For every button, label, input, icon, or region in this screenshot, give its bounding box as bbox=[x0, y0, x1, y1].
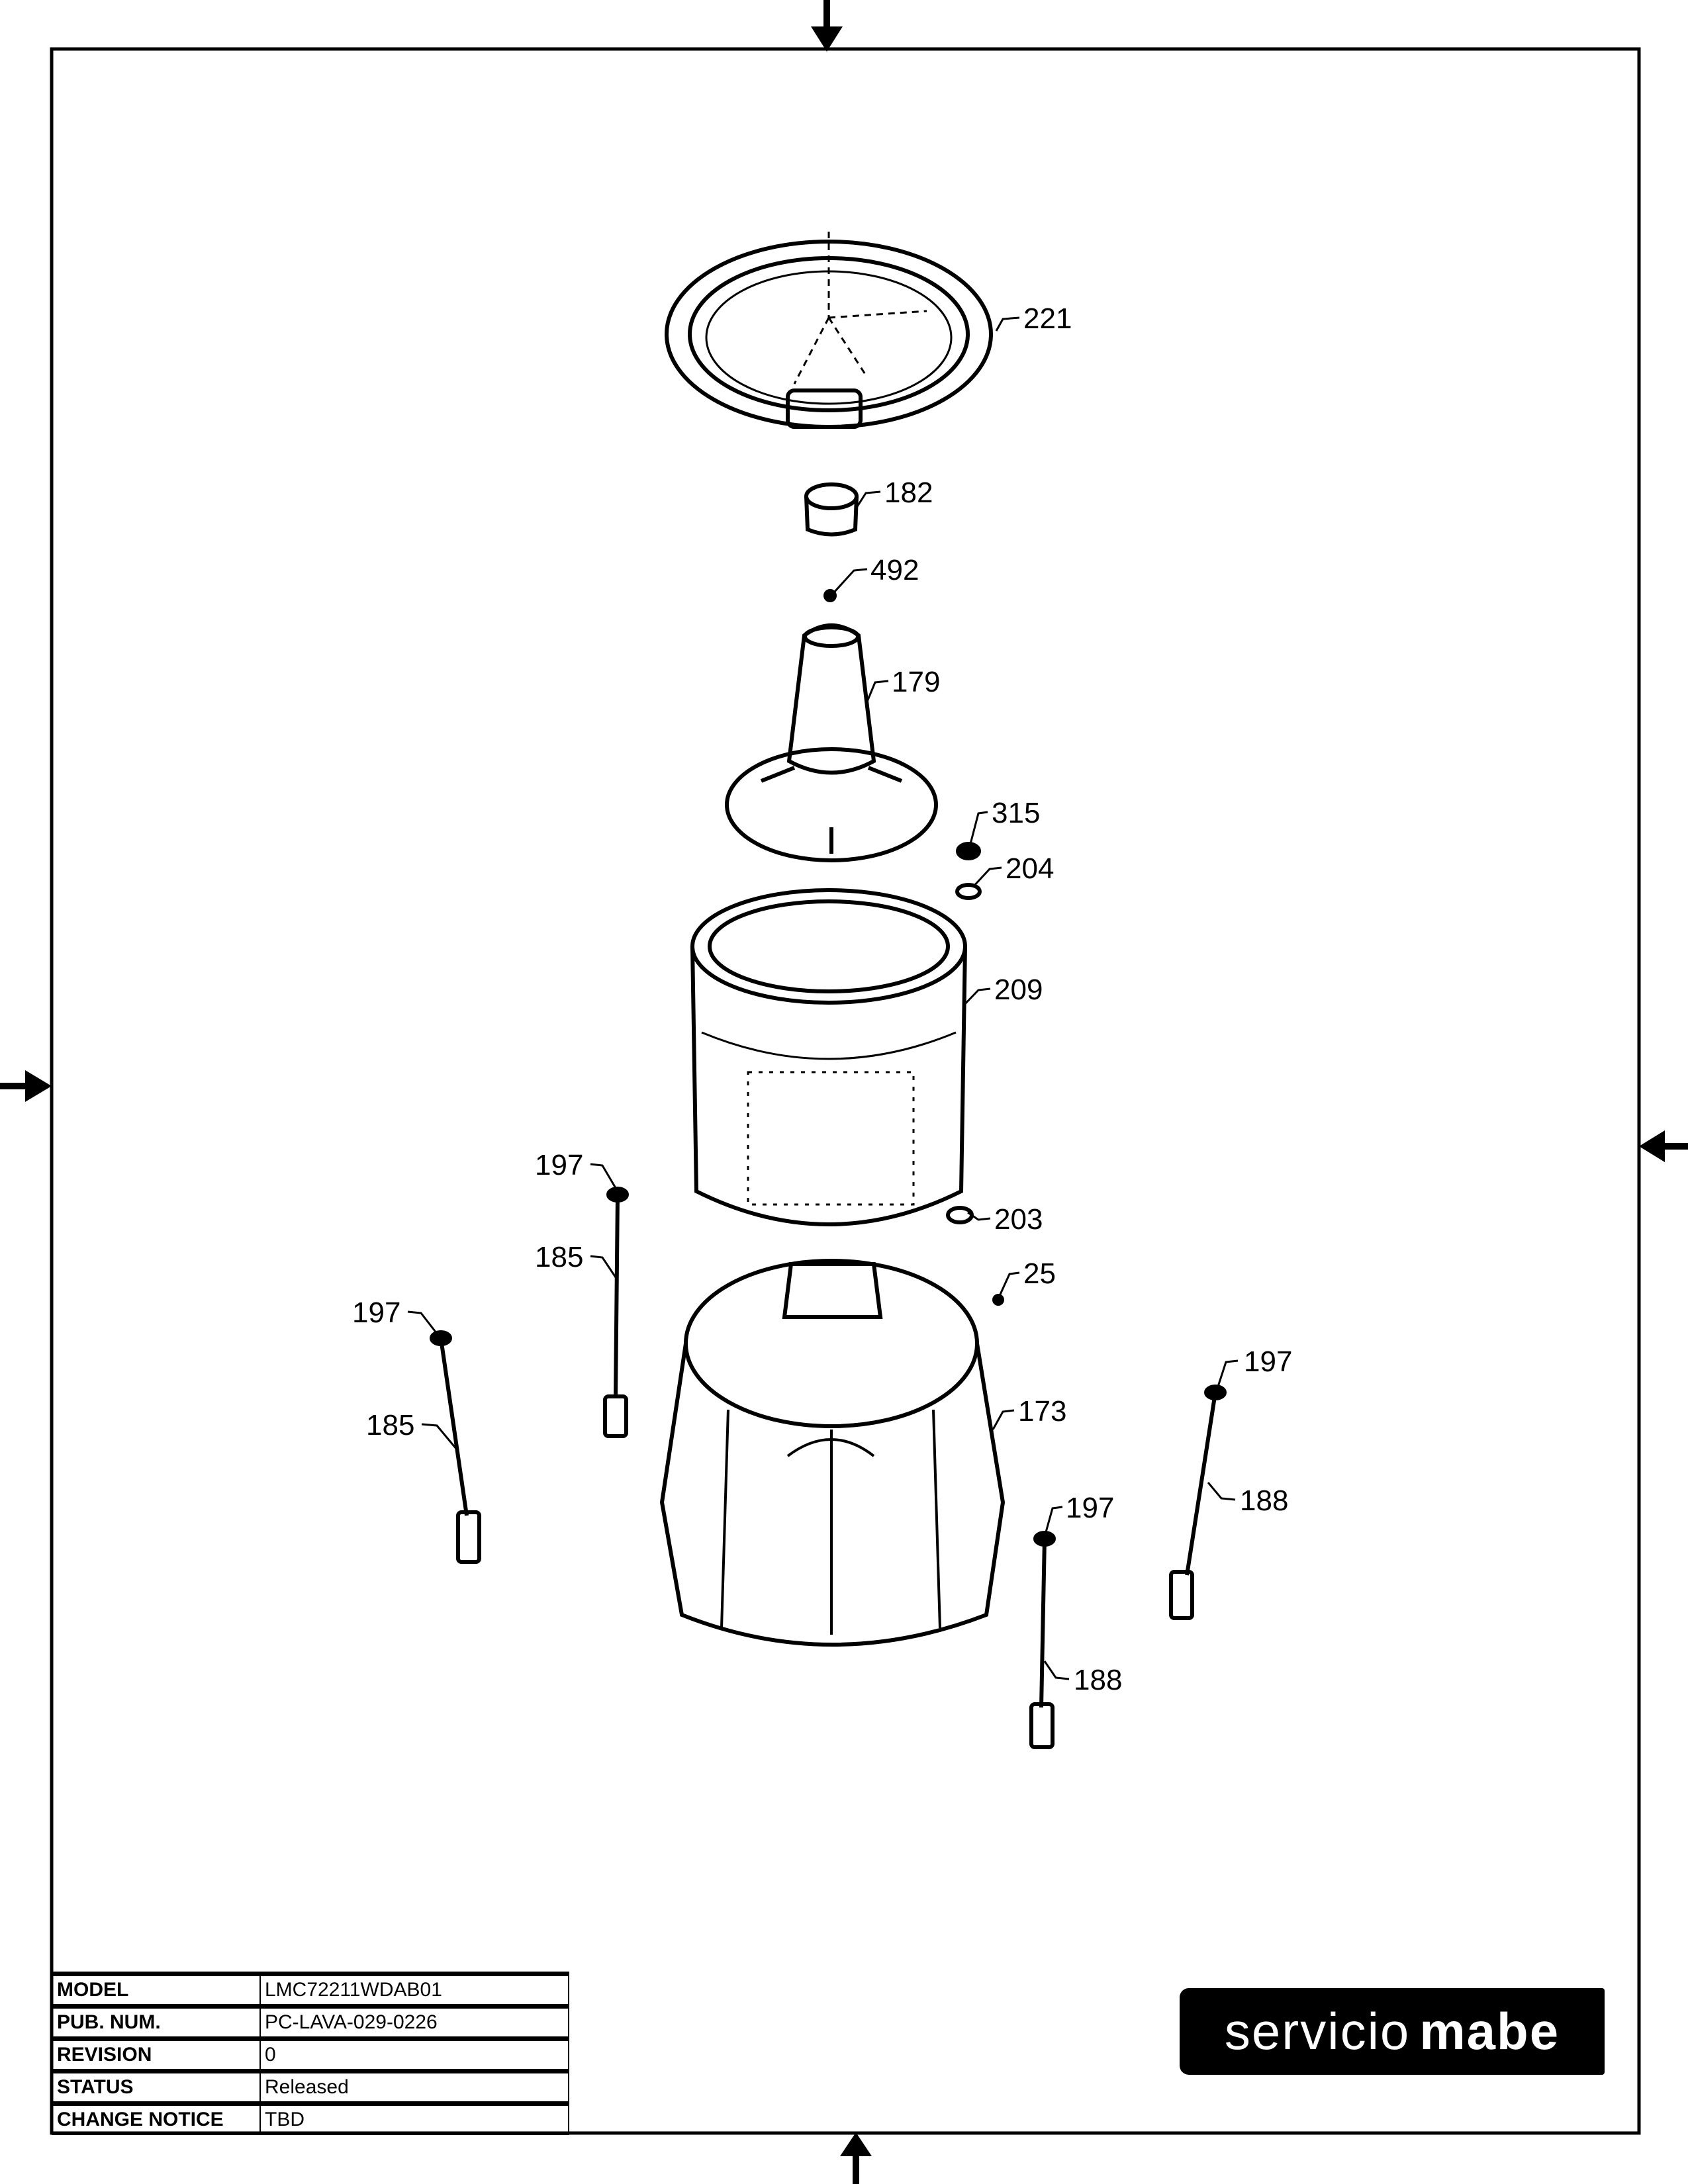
servicio-mabe-logo: servicio mabe bbox=[1180, 1988, 1605, 2075]
callout-185: 185 bbox=[535, 1241, 583, 1273]
drawing-frame bbox=[50, 47, 1641, 2135]
callout-179: 179 bbox=[892, 666, 940, 698]
part-188-suspension-rod-a bbox=[1169, 1385, 1227, 1620]
field-value: TBD bbox=[259, 2101, 569, 2135]
field-value: 0 bbox=[259, 2036, 569, 2072]
part-25-screw bbox=[992, 1294, 1004, 1306]
field-label: MODEL bbox=[52, 1972, 261, 2007]
logo-word-servicio: servicio bbox=[1224, 2002, 1411, 2060]
field-label: REVISION bbox=[52, 2036, 261, 2072]
callout-492: 492 bbox=[870, 554, 919, 586]
part-209-basket bbox=[690, 888, 967, 1226]
callout-188: 188 bbox=[1074, 1664, 1122, 1696]
field-value: PC-LAVA-029-0226 bbox=[259, 2004, 569, 2040]
part-204-washer bbox=[955, 883, 982, 900]
part-185-suspension-rod-b bbox=[430, 1330, 481, 1564]
callout-209: 209 bbox=[994, 974, 1043, 1006]
callout-25: 25 bbox=[1023, 1257, 1056, 1290]
callout-197: 197 bbox=[1244, 1345, 1292, 1378]
callout-188: 188 bbox=[1240, 1484, 1288, 1517]
field-label: CHANGE NOTICE bbox=[52, 2101, 261, 2135]
center-arrow-bottom bbox=[840, 2132, 872, 2184]
logo-word-mabe: mabe bbox=[1419, 2002, 1560, 2060]
part-182-cap bbox=[804, 482, 859, 537]
callout-labels: 221 182 492 179 315 204 209 197 185 203 … bbox=[352, 302, 1292, 1696]
part-492-screw bbox=[823, 589, 837, 602]
part-315-nut bbox=[956, 842, 981, 860]
center-arrow-top bbox=[811, 0, 843, 52]
center-arrow-right bbox=[1639, 1130, 1688, 1162]
callout-221: 221 bbox=[1023, 302, 1072, 335]
field-value: Released bbox=[259, 2069, 569, 2105]
callout-203: 203 bbox=[994, 1203, 1043, 1236]
callout-197: 197 bbox=[535, 1149, 583, 1181]
callout-197: 197 bbox=[1066, 1492, 1114, 1524]
part-173-outer-tub bbox=[659, 1259, 1006, 1647]
callout-185: 185 bbox=[366, 1409, 414, 1441]
center-arrow-left bbox=[0, 1070, 52, 1102]
callout-182: 182 bbox=[884, 477, 933, 509]
part-179-agitator bbox=[725, 623, 938, 862]
field-label: PUB. NUM. bbox=[52, 2004, 261, 2040]
part-188-suspension-rod-b bbox=[1029, 1531, 1056, 1749]
part-221-tub-ring bbox=[665, 232, 993, 429]
field-value: LMC72211WDAB01 bbox=[259, 1972, 569, 2007]
callout-204: 204 bbox=[1006, 852, 1054, 885]
part-203-washer bbox=[946, 1206, 974, 1224]
callout-197: 197 bbox=[352, 1297, 400, 1329]
leader-lines bbox=[407, 316, 1239, 1680]
field-label: STATUS bbox=[52, 2069, 261, 2105]
callout-173: 173 bbox=[1018, 1395, 1066, 1428]
callout-315: 315 bbox=[992, 797, 1040, 829]
part-185-suspension-rod-a bbox=[603, 1187, 629, 1438]
title-block-row: PUB. NUM.PC-LAVA-029-0226 bbox=[52, 2004, 569, 2040]
